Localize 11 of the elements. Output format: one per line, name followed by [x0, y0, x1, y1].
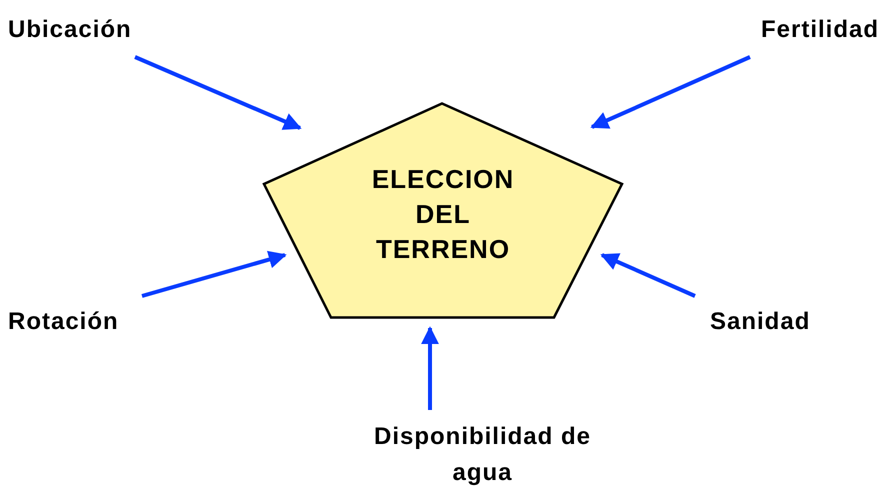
- arrow: [590, 55, 751, 129]
- node-title: ELECCION DEL TERRENO: [370, 163, 516, 266]
- factor-label: Fertilidad: [760, 15, 879, 45]
- factor-label: Sanidad: [710, 307, 812, 337]
- factor-label: Disponibilidad de agua: [372, 422, 592, 488]
- arrow: [141, 250, 287, 298]
- factor-label: Rotación: [8, 307, 120, 337]
- arrow: [600, 253, 696, 298]
- factor-label: Ubicación: [8, 15, 133, 45]
- arrow: [421, 326, 439, 410]
- arrow: [134, 55, 302, 130]
